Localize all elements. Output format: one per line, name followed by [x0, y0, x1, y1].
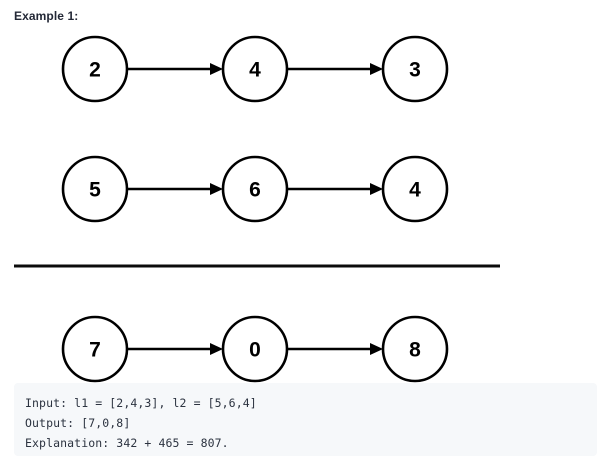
- list-node: 2: [61, 35, 129, 103]
- list-l2: 5 6 4: [61, 155, 449, 223]
- node-circle: [381, 315, 449, 383]
- node-circle: [221, 315, 289, 383]
- node-value: 5: [89, 179, 101, 202]
- arrowhead-icon: [370, 63, 383, 75]
- node-circle: [221, 35, 289, 103]
- arrowhead-icon: [370, 183, 383, 195]
- node-value: 2: [89, 59, 101, 82]
- node-circle: [61, 315, 129, 383]
- list-node: 5: [61, 155, 129, 223]
- example-code-block: Input: l1 = [2,4,3], l2 = [5,6,4] Output…: [14, 383, 597, 456]
- node-circle: [61, 155, 129, 223]
- node-circle: [381, 155, 449, 223]
- code-line-explanation: Explanation: 342 + 465 = 807.: [25, 436, 229, 450]
- arrowhead-icon: [370, 343, 383, 355]
- list-node: 8: [381, 315, 449, 383]
- list-node: 4: [221, 35, 289, 103]
- edge-arrow: [127, 343, 223, 355]
- node-circle: [221, 155, 289, 223]
- node-circle: [381, 35, 449, 103]
- list-l1: 2 4 3: [61, 35, 449, 103]
- node-value: 8: [409, 339, 421, 362]
- list-node: 7: [61, 315, 129, 383]
- node-value: 7: [89, 339, 101, 362]
- list-node: 6: [221, 155, 289, 223]
- node-value: 4: [249, 59, 261, 82]
- node-value: 3: [409, 59, 421, 82]
- code-line-output: Output: [7,0,8]: [25, 416, 131, 430]
- node-circle: [61, 35, 129, 103]
- node-value: 0: [249, 339, 261, 362]
- page-title: Example 1:: [14, 9, 79, 23]
- list-node: 4: [381, 155, 449, 223]
- edge-arrow: [287, 63, 383, 75]
- list-node: 0: [221, 315, 289, 383]
- edge-arrow: [127, 183, 223, 195]
- edge-arrow: [127, 63, 223, 75]
- node-value: 4: [409, 179, 421, 202]
- list-result: 7 0 8: [61, 315, 449, 383]
- list-node: 3: [381, 35, 449, 103]
- edge-arrow: [287, 183, 383, 195]
- arrowhead-icon: [210, 343, 223, 355]
- code-line-input: Input: l1 = [2,4,3], l2 = [5,6,4]: [25, 396, 257, 410]
- arrowhead-icon: [210, 63, 223, 75]
- edge-arrow: [287, 343, 383, 355]
- arrowhead-icon: [210, 183, 223, 195]
- node-value: 6: [249, 179, 261, 202]
